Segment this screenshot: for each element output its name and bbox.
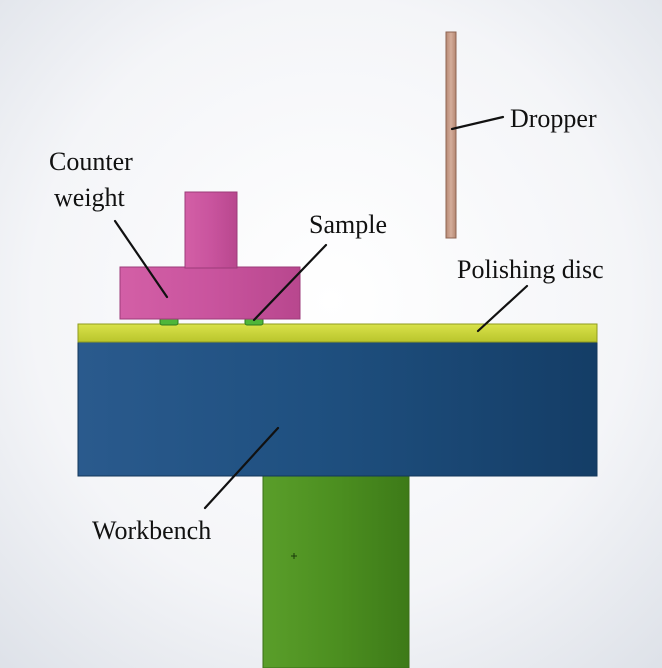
polishing-disc-leader-line [476, 284, 529, 333]
sample-label: Sample [309, 210, 387, 239]
polishing-disc-label: Polishing disc [457, 255, 604, 284]
sample-leader-line [252, 243, 328, 322]
workbench-label: Workbench [92, 516, 211, 545]
shaft [262, 475, 410, 668]
counter-weight-label-line2: weight [54, 183, 126, 212]
polishing-disc [77, 323, 598, 343]
dropper-leader-line [450, 115, 505, 131]
dropper [445, 31, 457, 239]
counter-weight-stem [184, 191, 238, 269]
counter-weight-label-line1: Counter [49, 147, 133, 176]
counter-weight-base [119, 266, 301, 320]
dropper-label: Dropper [510, 104, 597, 133]
workbench [77, 341, 598, 477]
shaft-center-mark [291, 553, 297, 559]
counter-weight-leader-line [113, 219, 169, 299]
workbench-leader-line [203, 426, 280, 510]
